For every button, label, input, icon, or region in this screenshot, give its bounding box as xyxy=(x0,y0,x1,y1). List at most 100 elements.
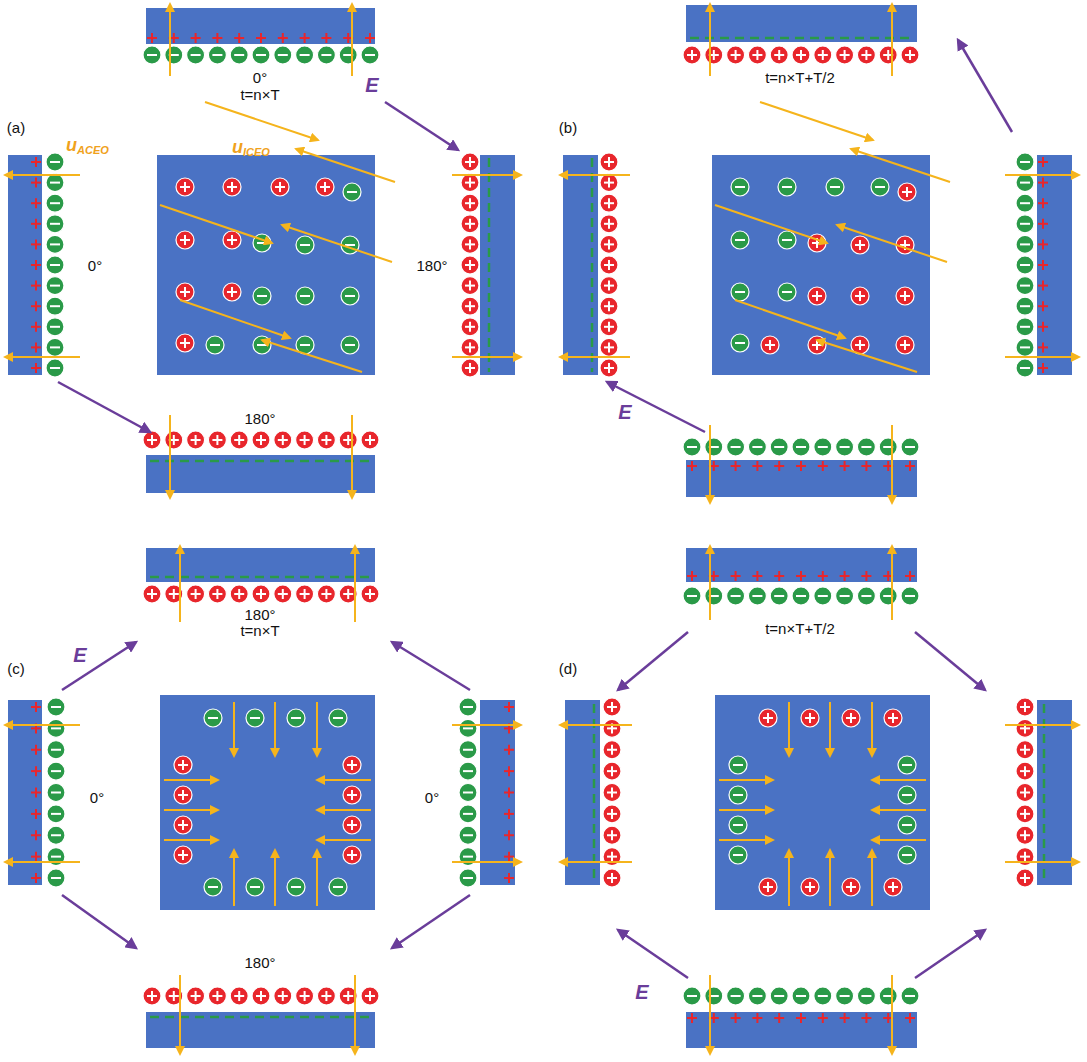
sign-stroke xyxy=(351,820,353,830)
anion-symbol xyxy=(252,46,270,64)
sign-stroke xyxy=(260,435,262,445)
sign-stroke xyxy=(909,1013,911,1023)
sign-stroke xyxy=(234,54,244,56)
cation-symbol xyxy=(208,431,226,449)
sign-stroke xyxy=(735,291,745,293)
anion-symbol xyxy=(770,587,788,605)
sign-stroke xyxy=(861,595,871,597)
sign-stroke xyxy=(756,571,758,581)
anion-symbol xyxy=(778,283,796,301)
flow-arrow xyxy=(5,861,80,863)
anion-symbol xyxy=(274,46,292,64)
sign-stroke xyxy=(752,995,762,997)
ion-circle xyxy=(296,46,314,64)
surface-charge xyxy=(31,830,41,840)
surface-charge xyxy=(31,702,41,712)
cation-symbol xyxy=(884,709,902,727)
cation-symbol xyxy=(187,987,205,1005)
cation-symbol xyxy=(603,741,621,759)
ion-circle xyxy=(603,784,621,802)
sign-stroke xyxy=(256,54,266,56)
ion-circle xyxy=(748,438,766,456)
field-arrow xyxy=(618,930,688,978)
cation-symbol xyxy=(842,878,860,896)
ion-circle xyxy=(343,183,361,201)
sign-stroke xyxy=(816,291,818,301)
cation-symbol xyxy=(461,215,479,233)
sign-stroke xyxy=(902,854,912,856)
sign-stroke xyxy=(50,326,60,328)
ion-circle xyxy=(759,709,777,727)
anion-symbol xyxy=(1016,277,1034,295)
cation-symbol xyxy=(1016,762,1034,780)
sign-stroke xyxy=(325,435,327,445)
anion-symbol xyxy=(778,178,796,196)
ion-circle xyxy=(884,709,902,727)
anion-symbol xyxy=(748,587,766,605)
ion-circle xyxy=(731,283,749,301)
sign-stroke xyxy=(1020,161,1030,163)
sign-stroke xyxy=(216,33,218,43)
sign-stroke xyxy=(1042,281,1044,291)
anion-symbol xyxy=(246,878,264,896)
ion-circle xyxy=(836,587,854,605)
cation-symbol xyxy=(600,194,618,212)
ion-circle xyxy=(274,585,292,603)
ion-circle xyxy=(879,46,897,64)
ion-circle xyxy=(731,178,749,196)
sign-stroke xyxy=(231,235,233,245)
ion-circle xyxy=(1016,805,1034,823)
field-label: E xyxy=(635,982,648,1002)
sign-stroke xyxy=(50,305,60,307)
flow-arrow xyxy=(715,205,827,243)
surface-charge xyxy=(300,33,310,43)
ion-circle xyxy=(343,786,361,804)
flow-arrow xyxy=(719,839,773,841)
ion-circle xyxy=(223,283,241,301)
sign-stroke xyxy=(850,882,852,892)
sign-stroke xyxy=(257,295,267,297)
surface-charge xyxy=(147,33,157,43)
cation-symbol xyxy=(600,277,618,295)
ion-circle xyxy=(459,762,477,780)
ion-circle xyxy=(47,698,65,716)
sign-stroke xyxy=(909,571,911,581)
surface-charge xyxy=(1038,178,1048,188)
sign-stroke xyxy=(608,260,610,270)
ion-circle xyxy=(459,826,477,844)
sign-stroke xyxy=(1042,178,1044,188)
surface-charge xyxy=(752,1013,762,1023)
sign-stroke xyxy=(50,161,60,163)
ion-circle xyxy=(814,46,832,64)
ion-circle xyxy=(46,338,64,356)
surface-charge xyxy=(840,461,850,471)
ion-circle xyxy=(459,719,477,737)
flow-arrow xyxy=(788,702,790,756)
ion-circle xyxy=(1016,194,1034,212)
ion-circle xyxy=(1016,153,1034,171)
ion-circle xyxy=(208,585,226,603)
anion-symbol xyxy=(792,987,810,1005)
sign-stroke xyxy=(351,850,353,860)
sign-stroke xyxy=(756,50,758,60)
sign-stroke xyxy=(347,191,357,193)
anion-symbol xyxy=(901,587,919,605)
sign-stroke xyxy=(238,435,240,445)
flow-arrow xyxy=(871,702,873,756)
cation-symbol xyxy=(898,183,916,201)
anion-symbol xyxy=(46,235,64,253)
anion-symbol xyxy=(879,987,897,1005)
sign-stroke xyxy=(687,595,697,597)
cation-symbol xyxy=(317,585,335,603)
anion-symbol xyxy=(1016,194,1034,212)
ion-circle xyxy=(176,283,194,301)
ion-circle xyxy=(1016,318,1034,336)
anion-symbol xyxy=(705,987,723,1005)
surface-charge xyxy=(234,33,244,43)
sign-stroke xyxy=(184,287,186,297)
sign-stroke xyxy=(304,589,306,599)
ion-circle xyxy=(727,587,745,605)
sign-stroke xyxy=(51,749,61,751)
anion-symbol xyxy=(879,438,897,456)
flow-arrow xyxy=(179,975,181,1054)
